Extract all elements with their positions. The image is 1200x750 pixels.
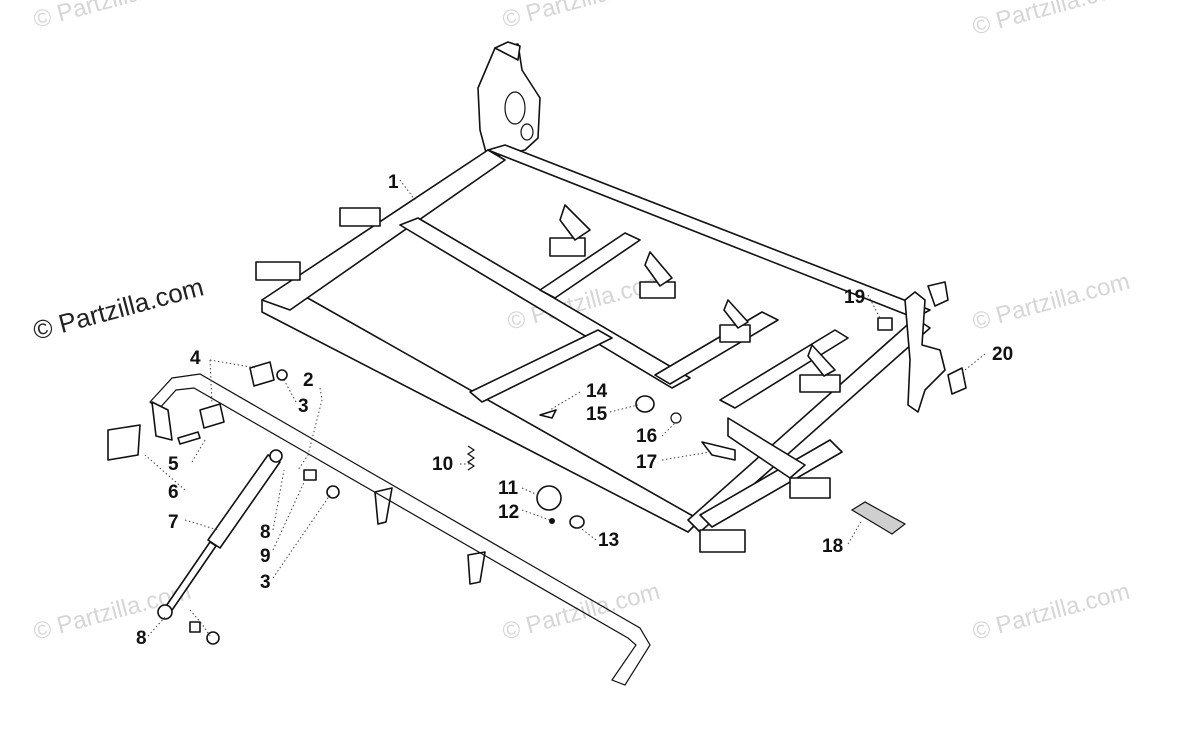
foot-peg: [850, 501, 907, 535]
callout-8: 8: [136, 628, 147, 649]
callout-1: 1: [388, 172, 399, 193]
partzilla-logo: © Partzilla.com: [30, 271, 207, 345]
callout-6: 6: [168, 482, 179, 503]
spring: [466, 445, 476, 471]
leader-lines: [144, 179, 986, 637]
callout-7: 7: [168, 512, 179, 533]
watermark-5: © Partzilla.com: [970, 268, 1133, 336]
watermark-2: © Partzilla.com: [500, 0, 663, 34]
callouts: 1 2 3 3 4 5 6 7 8 8 9 10 11 12 13 14 15 …: [136, 172, 1013, 649]
callout-10: 10: [432, 454, 453, 475]
watermark-3: © Partzilla.com: [970, 0, 1133, 41]
callout-5: 5: [168, 454, 179, 475]
callout-8: 8: [260, 522, 271, 543]
callout-18: 18: [822, 536, 843, 557]
pivot-hardware: [539, 395, 736, 461]
gas-strut: [157, 449, 283, 620]
callout-15: 15: [586, 404, 608, 425]
callout-9: 9: [260, 546, 271, 567]
callout-11: 11: [498, 478, 519, 499]
watermark-1: © Partzilla.com: [31, 0, 194, 34]
handle-bar: [107, 373, 651, 686]
callout-4: 4: [190, 348, 201, 369]
watermark-8: © Partzilla.com: [970, 578, 1133, 646]
callout-3: 3: [260, 572, 271, 593]
callout-12: 12: [498, 502, 519, 523]
clamp-parts: [177, 361, 288, 445]
bushing-parts: [536, 485, 585, 529]
callout-2: 2: [303, 370, 314, 391]
strut-hardware: [189, 469, 340, 645]
callout-20: 20: [992, 344, 1013, 365]
callout-14: 14: [586, 381, 608, 402]
callout-3: 3: [298, 396, 309, 417]
watermark-7: © Partzilla.com: [500, 578, 663, 646]
bracket-hardware: [877, 317, 967, 395]
callout-16: 16: [636, 426, 657, 447]
callout-19: 19: [844, 287, 865, 308]
callout-13: 13: [598, 530, 619, 551]
callout-17: 17: [636, 452, 657, 473]
frame-assembly: [255, 41, 949, 585]
